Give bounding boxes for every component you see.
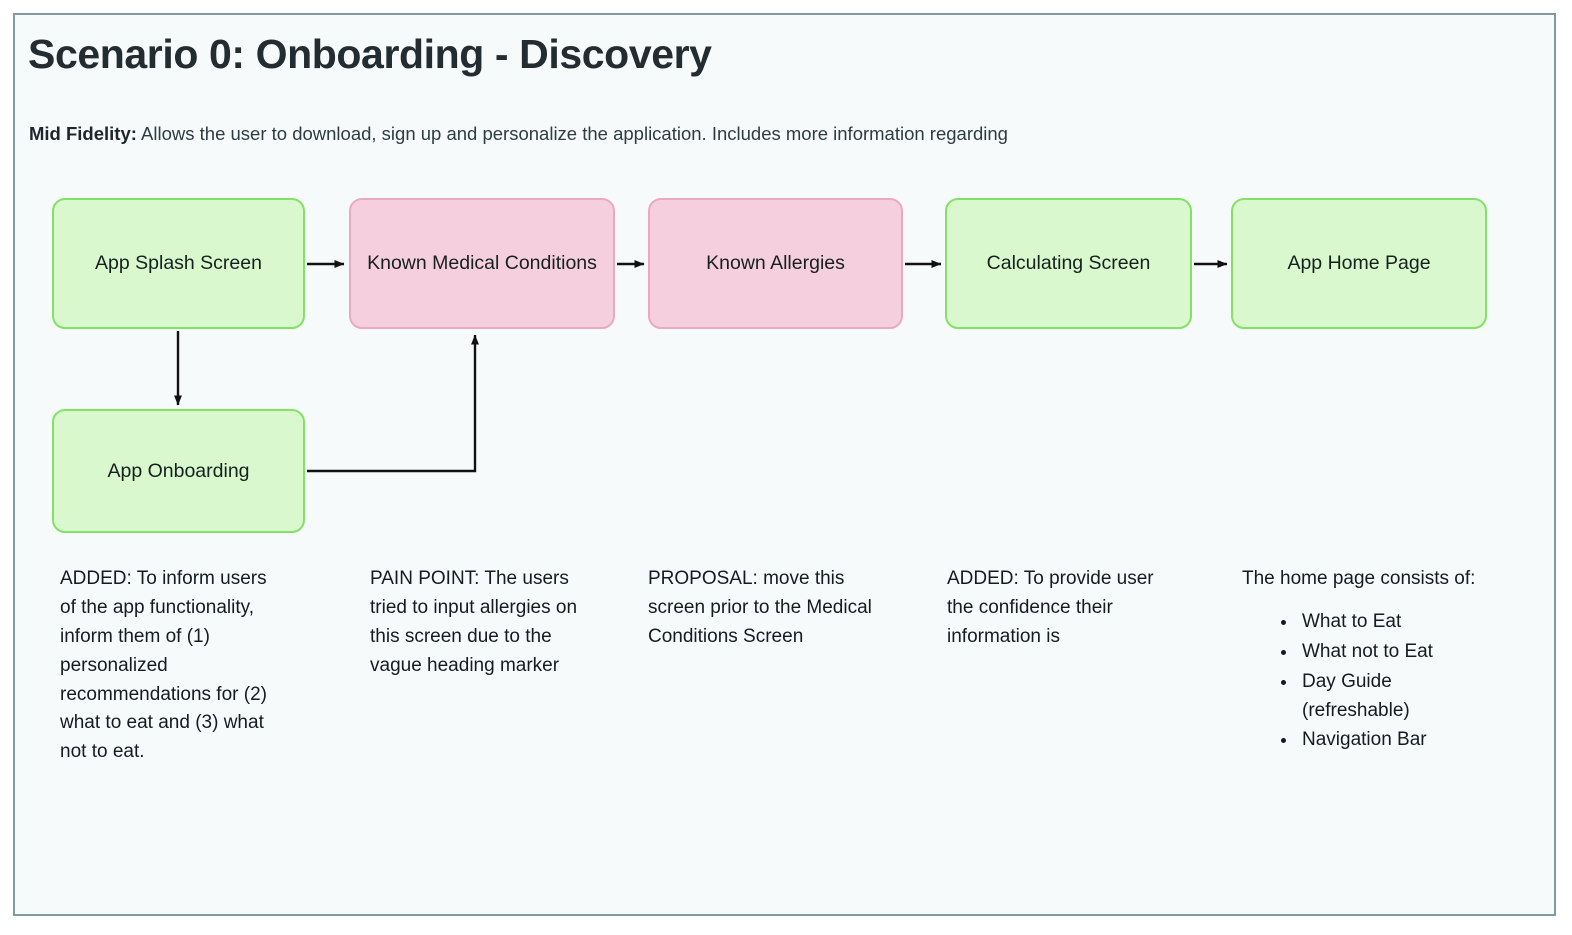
list-item: What not to Eat: [1298, 638, 1504, 667]
note-known-medical-conditions: PAIN POINT: The users tried to input all…: [370, 568, 578, 676]
note-known-allergies: PROPOSAL: move this screen prior to the …: [648, 568, 872, 647]
note-app-home-page: The home page consists of: What to Eat W…: [1242, 565, 1504, 756]
subtitle-rest: Allows the user to download, sign up and…: [136, 123, 1008, 144]
page-title: Scenario 0: Onboarding - Discovery: [28, 31, 712, 77]
flow-node-app-home-page[interactable]: App Home Page: [1231, 198, 1487, 329]
subtitle: Mid Fidelity: Allows the user to downloa…: [29, 123, 1008, 145]
list-item: What to Eat: [1298, 608, 1504, 637]
flow-node-known-allergies[interactable]: Known Allergies: [648, 198, 903, 329]
list-item: Day Guide (refreshable): [1298, 668, 1504, 726]
flow-node-app-splash-screen[interactable]: App Splash Screen: [52, 198, 305, 329]
list-item: Navigation Bar: [1298, 726, 1504, 755]
flow-node-app-onboarding[interactable]: App Onboarding: [52, 409, 305, 533]
note-app-onboarding: ADDED: To inform users of the app functi…: [60, 568, 267, 763]
note-home-list: What to Eat What not to Eat Day Guide (r…: [1242, 608, 1504, 755]
diagram-canvas: Scenario 0: Onboarding - Discovery Mid F…: [13, 13, 1556, 916]
flow-node-known-medical-conditions[interactable]: Known Medical Conditions: [349, 198, 615, 329]
flow-node-calculating-screen[interactable]: Calculating Screen: [945, 198, 1192, 329]
note-home-intro: The home page consists of:: [1242, 568, 1476, 589]
note-calculating-screen: ADDED: To provide user the confidence th…: [947, 568, 1154, 647]
subtitle-lead: Mid Fidelity:: [29, 123, 137, 144]
